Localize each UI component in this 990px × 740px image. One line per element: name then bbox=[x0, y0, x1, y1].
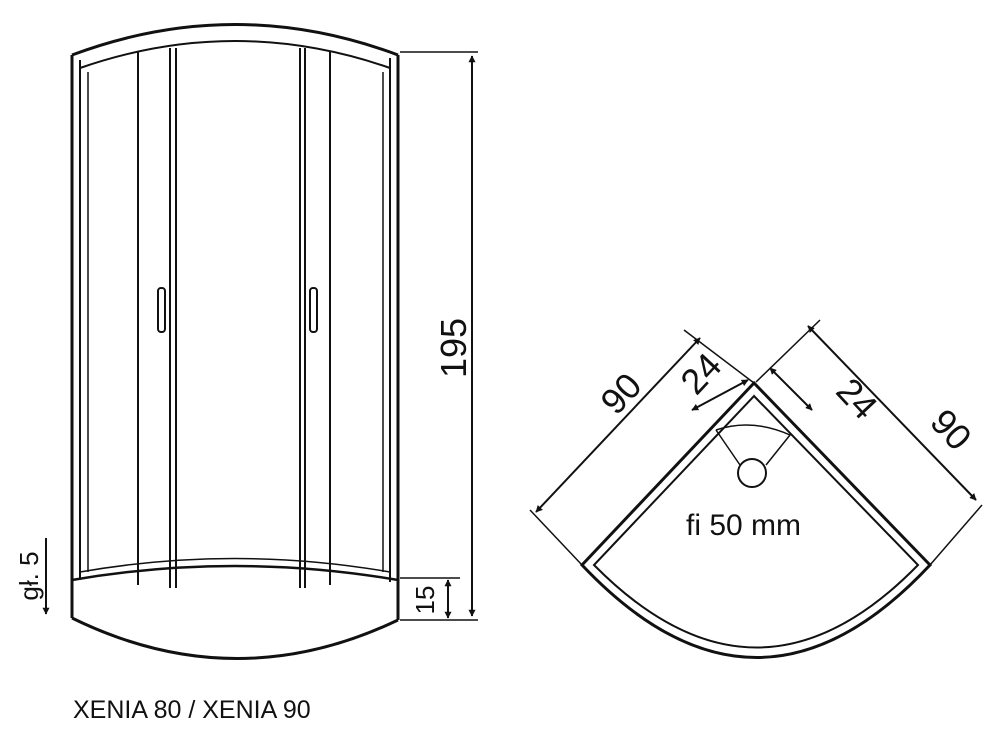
front-view bbox=[70, 23, 400, 660]
height-label: 195 bbox=[433, 318, 474, 378]
drain-label: fi 50 mm bbox=[686, 509, 801, 542]
door-handle-left bbox=[157, 287, 166, 333]
top-view: fi 50 mm bbox=[579, 380, 933, 659]
right-corner-label: 24 bbox=[828, 370, 885, 427]
right-side-label: 90 bbox=[922, 401, 979, 458]
height-dimension: 195 bbox=[400, 51, 478, 621]
door-handle-right bbox=[309, 287, 318, 333]
model-caption: XENIA 80 / XENIA 90 bbox=[73, 696, 311, 724]
top-frame bbox=[71, 23, 399, 57]
tray-outline-inner bbox=[592, 394, 920, 649]
shower-tray bbox=[71, 564, 399, 582]
tray-outline-outer bbox=[579, 380, 933, 659]
tray-height-dimension: 15 bbox=[400, 577, 460, 619]
left-side-label: 90 bbox=[592, 365, 649, 422]
drain-circle bbox=[737, 458, 767, 488]
depth-dimension: gł. 5 bbox=[14, 538, 50, 615]
tray-height-label: 15 bbox=[410, 586, 440, 615]
depth-label: gł. 5 bbox=[14, 551, 44, 600]
